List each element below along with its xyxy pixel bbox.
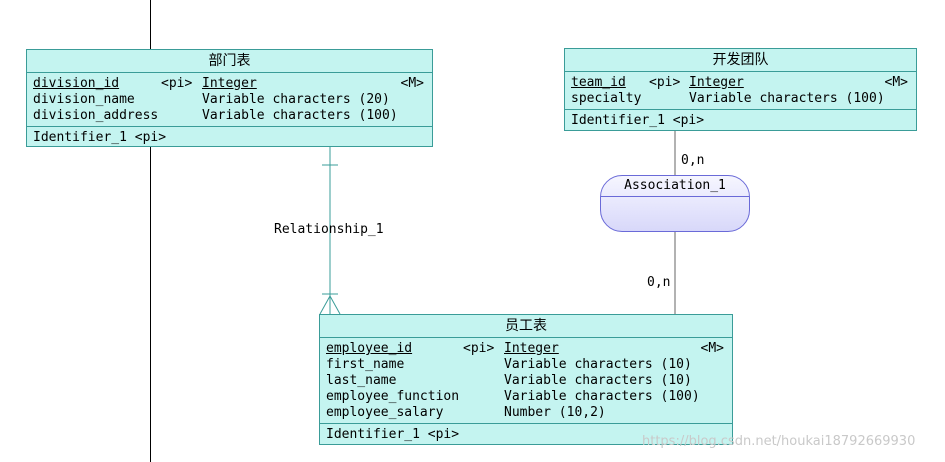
attribute-row: first_name Variable characters (10) — [326, 357, 724, 373]
primary-identifier-tag: <pi> — [649, 75, 681, 90]
attribute-type: Variable characters (100) — [689, 91, 885, 106]
entity-identifier: Identifier_1 <pi> — [571, 113, 705, 128]
entity-title: 部门表 — [27, 50, 432, 73]
crowfoot-right — [329, 295, 341, 315]
attribute-row: division_id <pi> Integer <M> — [33, 76, 424, 92]
attribute-type: Number (10,2) — [504, 405, 606, 420]
attribute-name: last_name — [326, 373, 397, 388]
entity-title: 员工表 — [320, 315, 732, 338]
primary-identifier-tag: <pi> — [161, 76, 193, 91]
attribute-type: Variable characters (10) — [504, 373, 692, 388]
attribute-row: employee_id <pi> Integer <M> — [326, 341, 724, 357]
mandatory-tag: <M> — [884, 75, 908, 90]
attribute-name: specialty — [571, 91, 642, 106]
attribute-name: employee_id — [326, 341, 413, 356]
canvas-divider-line — [150, 0, 151, 462]
relationship-label: Relationship_1 — [274, 222, 384, 237]
primary-identifier-tag: <pi> — [463, 341, 495, 356]
entity-identifier: Identifier_1 <pi> — [33, 130, 167, 145]
attribute-list: division_id <pi> Integer <M> division_na… — [27, 73, 432, 127]
attribute-list: employee_id <pi> Integer <M> first_name … — [320, 338, 732, 424]
attribute-row: employee_function Variable characters (1… — [326, 389, 724, 405]
crowfoot-left — [319, 295, 331, 315]
attribute-list: team_id <pi> Integer <M> specialty Varia… — [565, 72, 916, 110]
attribute-row: team_id <pi> Integer <M> — [571, 75, 908, 91]
mandatory-tag: <M> — [700, 341, 724, 356]
attribute-type: Variable characters (100) — [202, 108, 398, 123]
attribute-name: division_name — [33, 92, 135, 107]
attribute-type: Variable characters (20) — [202, 92, 390, 107]
attribute-row: division_address Variable characters (10… — [33, 108, 424, 124]
attribute-row: employee_salary Number (10,2) — [326, 405, 724, 421]
association-shape[interactable]: Association_1 — [600, 175, 750, 232]
attribute-type: Integer — [689, 75, 744, 90]
association-name: Association_1 — [601, 176, 749, 197]
watermark-text: https://blog.csdn.net/houkai18792669930 — [642, 434, 916, 449]
attribute-name: division_address — [33, 108, 159, 123]
attribute-name: employee_salary — [326, 405, 444, 420]
attribute-name: division_id — [33, 76, 120, 91]
association-cardinality-bottom: 0,n — [647, 275, 671, 290]
entity-department[interactable]: 部门表 division_id <pi> Integer <M> divisio… — [26, 49, 433, 147]
mandatory-tag: <M> — [400, 76, 424, 91]
attribute-name: team_id — [571, 75, 626, 90]
entity-employee[interactable]: 员工表 employee_id <pi> Integer <M> first_n… — [319, 314, 733, 445]
attribute-type: Integer — [504, 341, 559, 356]
attribute-row: specialty Variable characters (100) — [571, 91, 908, 107]
entity-title: 开发团队 — [565, 49, 916, 72]
attribute-name: first_name — [326, 357, 405, 372]
entity-identifier: Identifier_1 <pi> — [326, 427, 460, 442]
attribute-type: Variable characters (100) — [504, 389, 700, 404]
attribute-row: division_name Variable characters (20) — [33, 92, 424, 108]
attribute-type: Variable characters (10) — [504, 357, 692, 372]
attribute-row: last_name Variable characters (10) — [326, 373, 724, 389]
association-cardinality-top: 0,n — [681, 153, 705, 168]
attribute-name: employee_function — [326, 389, 460, 404]
attribute-type: Integer — [202, 76, 257, 91]
entity-dev-team[interactable]: 开发团队 team_id <pi> Integer <M> specialty … — [564, 48, 917, 131]
